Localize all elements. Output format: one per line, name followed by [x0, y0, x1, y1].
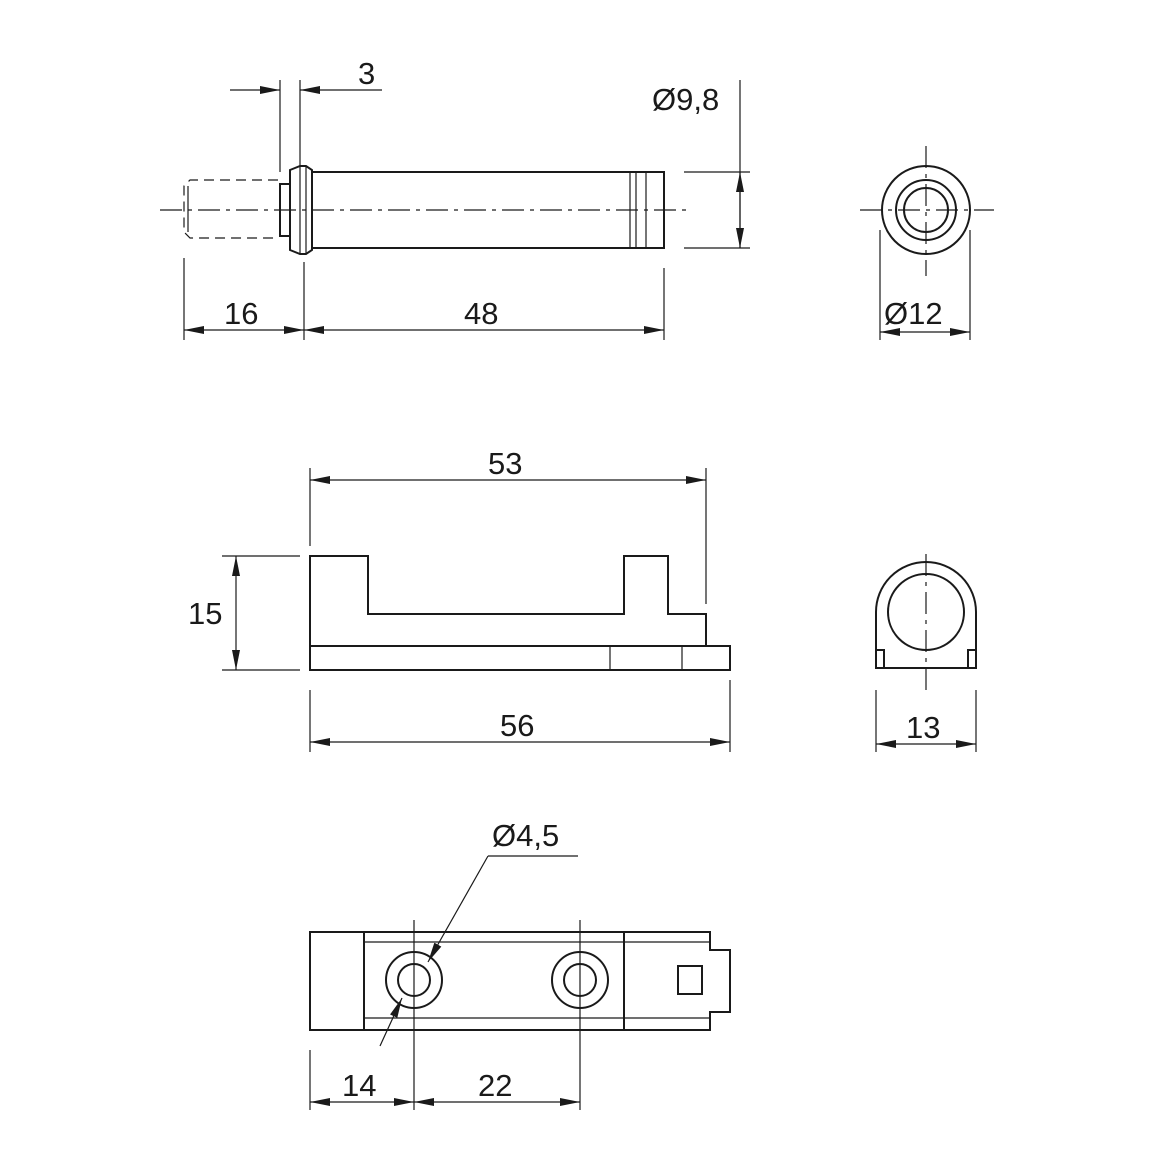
leader-4-5-arrow-a [427, 855, 489, 963]
dim-14-label: 14 [342, 1068, 376, 1103]
bracket-top-outline [309, 931, 731, 1031]
pin-end-view: Ø12 [860, 146, 994, 340]
dim-56-label: 56 [500, 708, 534, 743]
bracket-end-foot-right [967, 649, 977, 668]
dim-13-label: 13 [906, 710, 940, 745]
dim-53-label: 53 [488, 446, 522, 481]
dim-22-label: 22 [478, 1068, 512, 1103]
dim-12-label: Ø12 [884, 296, 943, 331]
dim-15-label: 15 [188, 596, 222, 631]
bracket-end-view: 13 [875, 554, 977, 752]
dim-9-8-label: Ø9,8 [652, 82, 719, 117]
dim-4-5-label: Ø4,5 [492, 818, 559, 853]
plunger-outline [183, 179, 278, 239]
bracket-top-square-slot [677, 965, 703, 995]
bracket-end-outline [875, 561, 977, 669]
leader-4-5-arrow-b [379, 997, 403, 1047]
pin-side-view: 3 Ø9,8 16 48 [160, 56, 750, 340]
dim-48-label: 48 [464, 296, 498, 331]
flange [289, 165, 313, 255]
bracket-end-foot-left [875, 649, 885, 668]
bracket-top-view: Ø4,5 14 22 [309, 818, 731, 1110]
bracket-profile [309, 555, 731, 671]
dim-16-label: 16 [224, 296, 258, 331]
dim-3-label: 3 [358, 56, 375, 91]
bracket-side-view: 53 15 56 [188, 446, 731, 752]
